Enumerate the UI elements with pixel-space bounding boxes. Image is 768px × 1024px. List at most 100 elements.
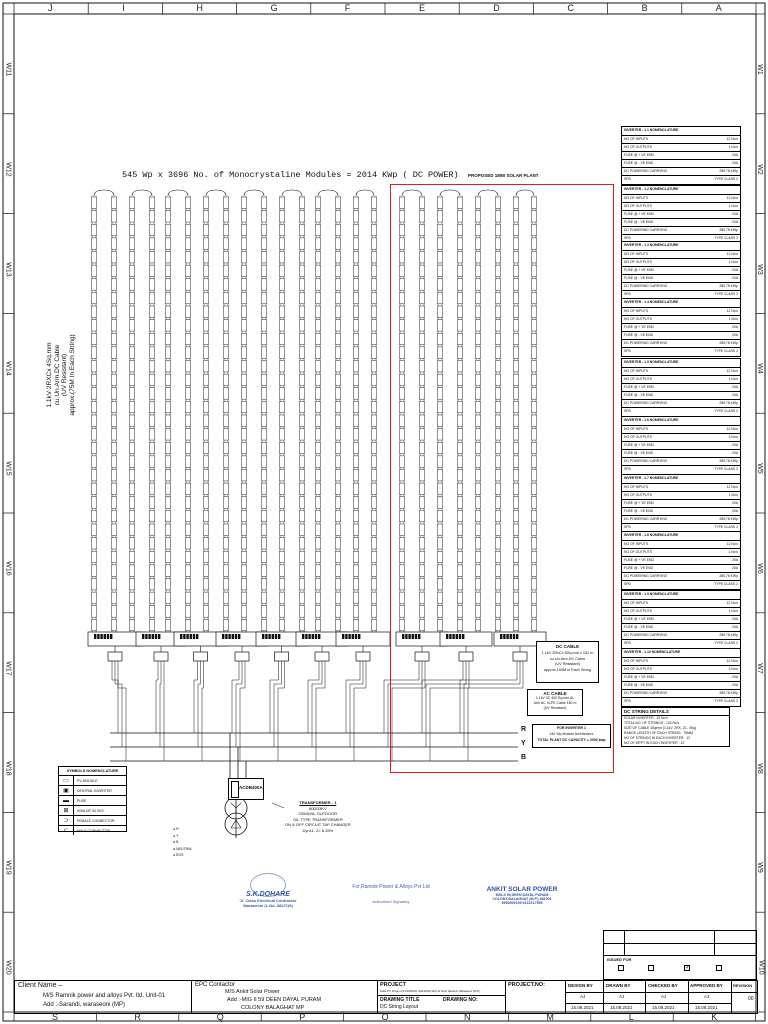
drawn-initials: AJ xyxy=(619,994,625,999)
pv-module xyxy=(91,333,97,345)
project-no-label: PROJECT.NO: xyxy=(508,982,545,988)
pv-module xyxy=(185,387,191,400)
nomenclature-value: 12 No's xyxy=(726,541,738,546)
pv-module xyxy=(371,319,377,332)
pv-module xyxy=(475,210,481,223)
nomenclature-value: 285.78 KWp xyxy=(719,284,738,289)
pv-module xyxy=(111,591,117,604)
pv-module xyxy=(203,333,209,345)
pv-module xyxy=(149,401,155,414)
pv-module xyxy=(353,401,359,414)
pv-module xyxy=(91,510,97,523)
pv-module xyxy=(203,428,209,441)
pv-module xyxy=(129,292,135,305)
pv-module xyxy=(241,305,247,318)
pv-module xyxy=(241,551,247,563)
nomenclature-label: NO OF OUTPUTS xyxy=(624,203,652,208)
pv-module xyxy=(315,482,321,495)
cable-note-line: (UV Resistant) xyxy=(61,353,68,397)
pv-module xyxy=(437,224,443,236)
pv-module xyxy=(223,482,229,495)
dc-string-line: TOTAL NO. OF STRINGS : 132 No's xyxy=(624,721,680,725)
pv-module xyxy=(457,605,463,618)
pv-module xyxy=(111,237,117,250)
pv-module xyxy=(371,414,377,427)
pv-module xyxy=(299,373,305,386)
nomenclature-value: 20A xyxy=(731,161,738,166)
pv-module xyxy=(399,442,405,454)
nomenclature-label: NO OF INPUTS xyxy=(624,308,649,313)
grid-label: W12 xyxy=(4,162,12,177)
pv-module xyxy=(165,319,171,332)
pv-module xyxy=(419,373,425,386)
nomenclature-label: FUSE @ + VE END xyxy=(624,442,654,447)
pv-module xyxy=(91,346,97,359)
pv-module xyxy=(261,551,267,563)
pv-module xyxy=(353,224,359,236)
pv-module xyxy=(91,619,97,632)
nomenclature-label: DC POWERING CARRYING xyxy=(624,459,668,464)
pv-module xyxy=(353,414,359,427)
transformer-terminal: ● Y xyxy=(173,833,179,838)
pv-module xyxy=(353,605,359,618)
pv-module xyxy=(241,292,247,305)
client-label: Client Name – xyxy=(18,982,63,989)
pv-module xyxy=(261,224,267,236)
pv-module xyxy=(353,373,359,386)
nomenclature-label: NO OF INPUTS xyxy=(624,426,649,431)
pv-module xyxy=(419,455,425,468)
pv-module xyxy=(91,196,97,209)
pv-module xyxy=(419,482,425,495)
pv-module xyxy=(185,496,191,509)
pv-module xyxy=(149,224,155,236)
pv-module xyxy=(185,537,191,550)
transformer-line: 2000kVA, OUTDOOR xyxy=(298,811,338,817)
checkmark-icon: ✓ xyxy=(684,965,691,971)
legend-symbol-icon: ⊠ xyxy=(59,806,74,815)
checkbox-icon xyxy=(648,965,654,971)
pv-module xyxy=(149,428,155,441)
pv-module xyxy=(315,591,321,604)
nomenclature-value: TYPE CLASS 2 xyxy=(714,349,738,354)
pv-module xyxy=(279,605,285,618)
pv-strings xyxy=(91,189,537,632)
pv-module xyxy=(457,428,463,441)
pv-module xyxy=(165,224,171,236)
nomenclature-value: 20A xyxy=(731,324,738,329)
pv-module xyxy=(353,482,359,495)
pv-module xyxy=(279,264,285,277)
pv-module xyxy=(241,537,247,550)
legend-row: ⊠400A DP, 50 SEC xyxy=(59,805,126,815)
grid-label: W1 xyxy=(755,64,763,75)
design-initials: AJ xyxy=(580,994,586,999)
pv-module xyxy=(315,496,321,509)
pv-module xyxy=(371,482,377,495)
pv-module xyxy=(495,387,501,400)
legend-text: CENTRAL INVERTER xyxy=(77,788,112,793)
pv-module xyxy=(111,414,117,427)
pv-module xyxy=(299,496,305,509)
pv-module xyxy=(495,210,501,223)
pv-module xyxy=(149,278,155,291)
pv-module xyxy=(241,210,247,223)
pv-module xyxy=(457,292,463,305)
pv-module xyxy=(475,401,481,414)
pv-module xyxy=(353,237,359,250)
pv-module xyxy=(129,442,135,454)
pv-module xyxy=(203,510,209,523)
nomenclature-value: 20A xyxy=(731,384,738,389)
pv-module xyxy=(513,305,519,318)
pv-module xyxy=(371,578,377,591)
nomenclature-label: FUSE @ - VE END xyxy=(624,276,654,281)
pv-module xyxy=(223,578,229,591)
pv-module xyxy=(437,278,443,291)
pv-module xyxy=(91,605,97,618)
pv-module xyxy=(241,224,247,236)
pv-module xyxy=(203,537,209,550)
